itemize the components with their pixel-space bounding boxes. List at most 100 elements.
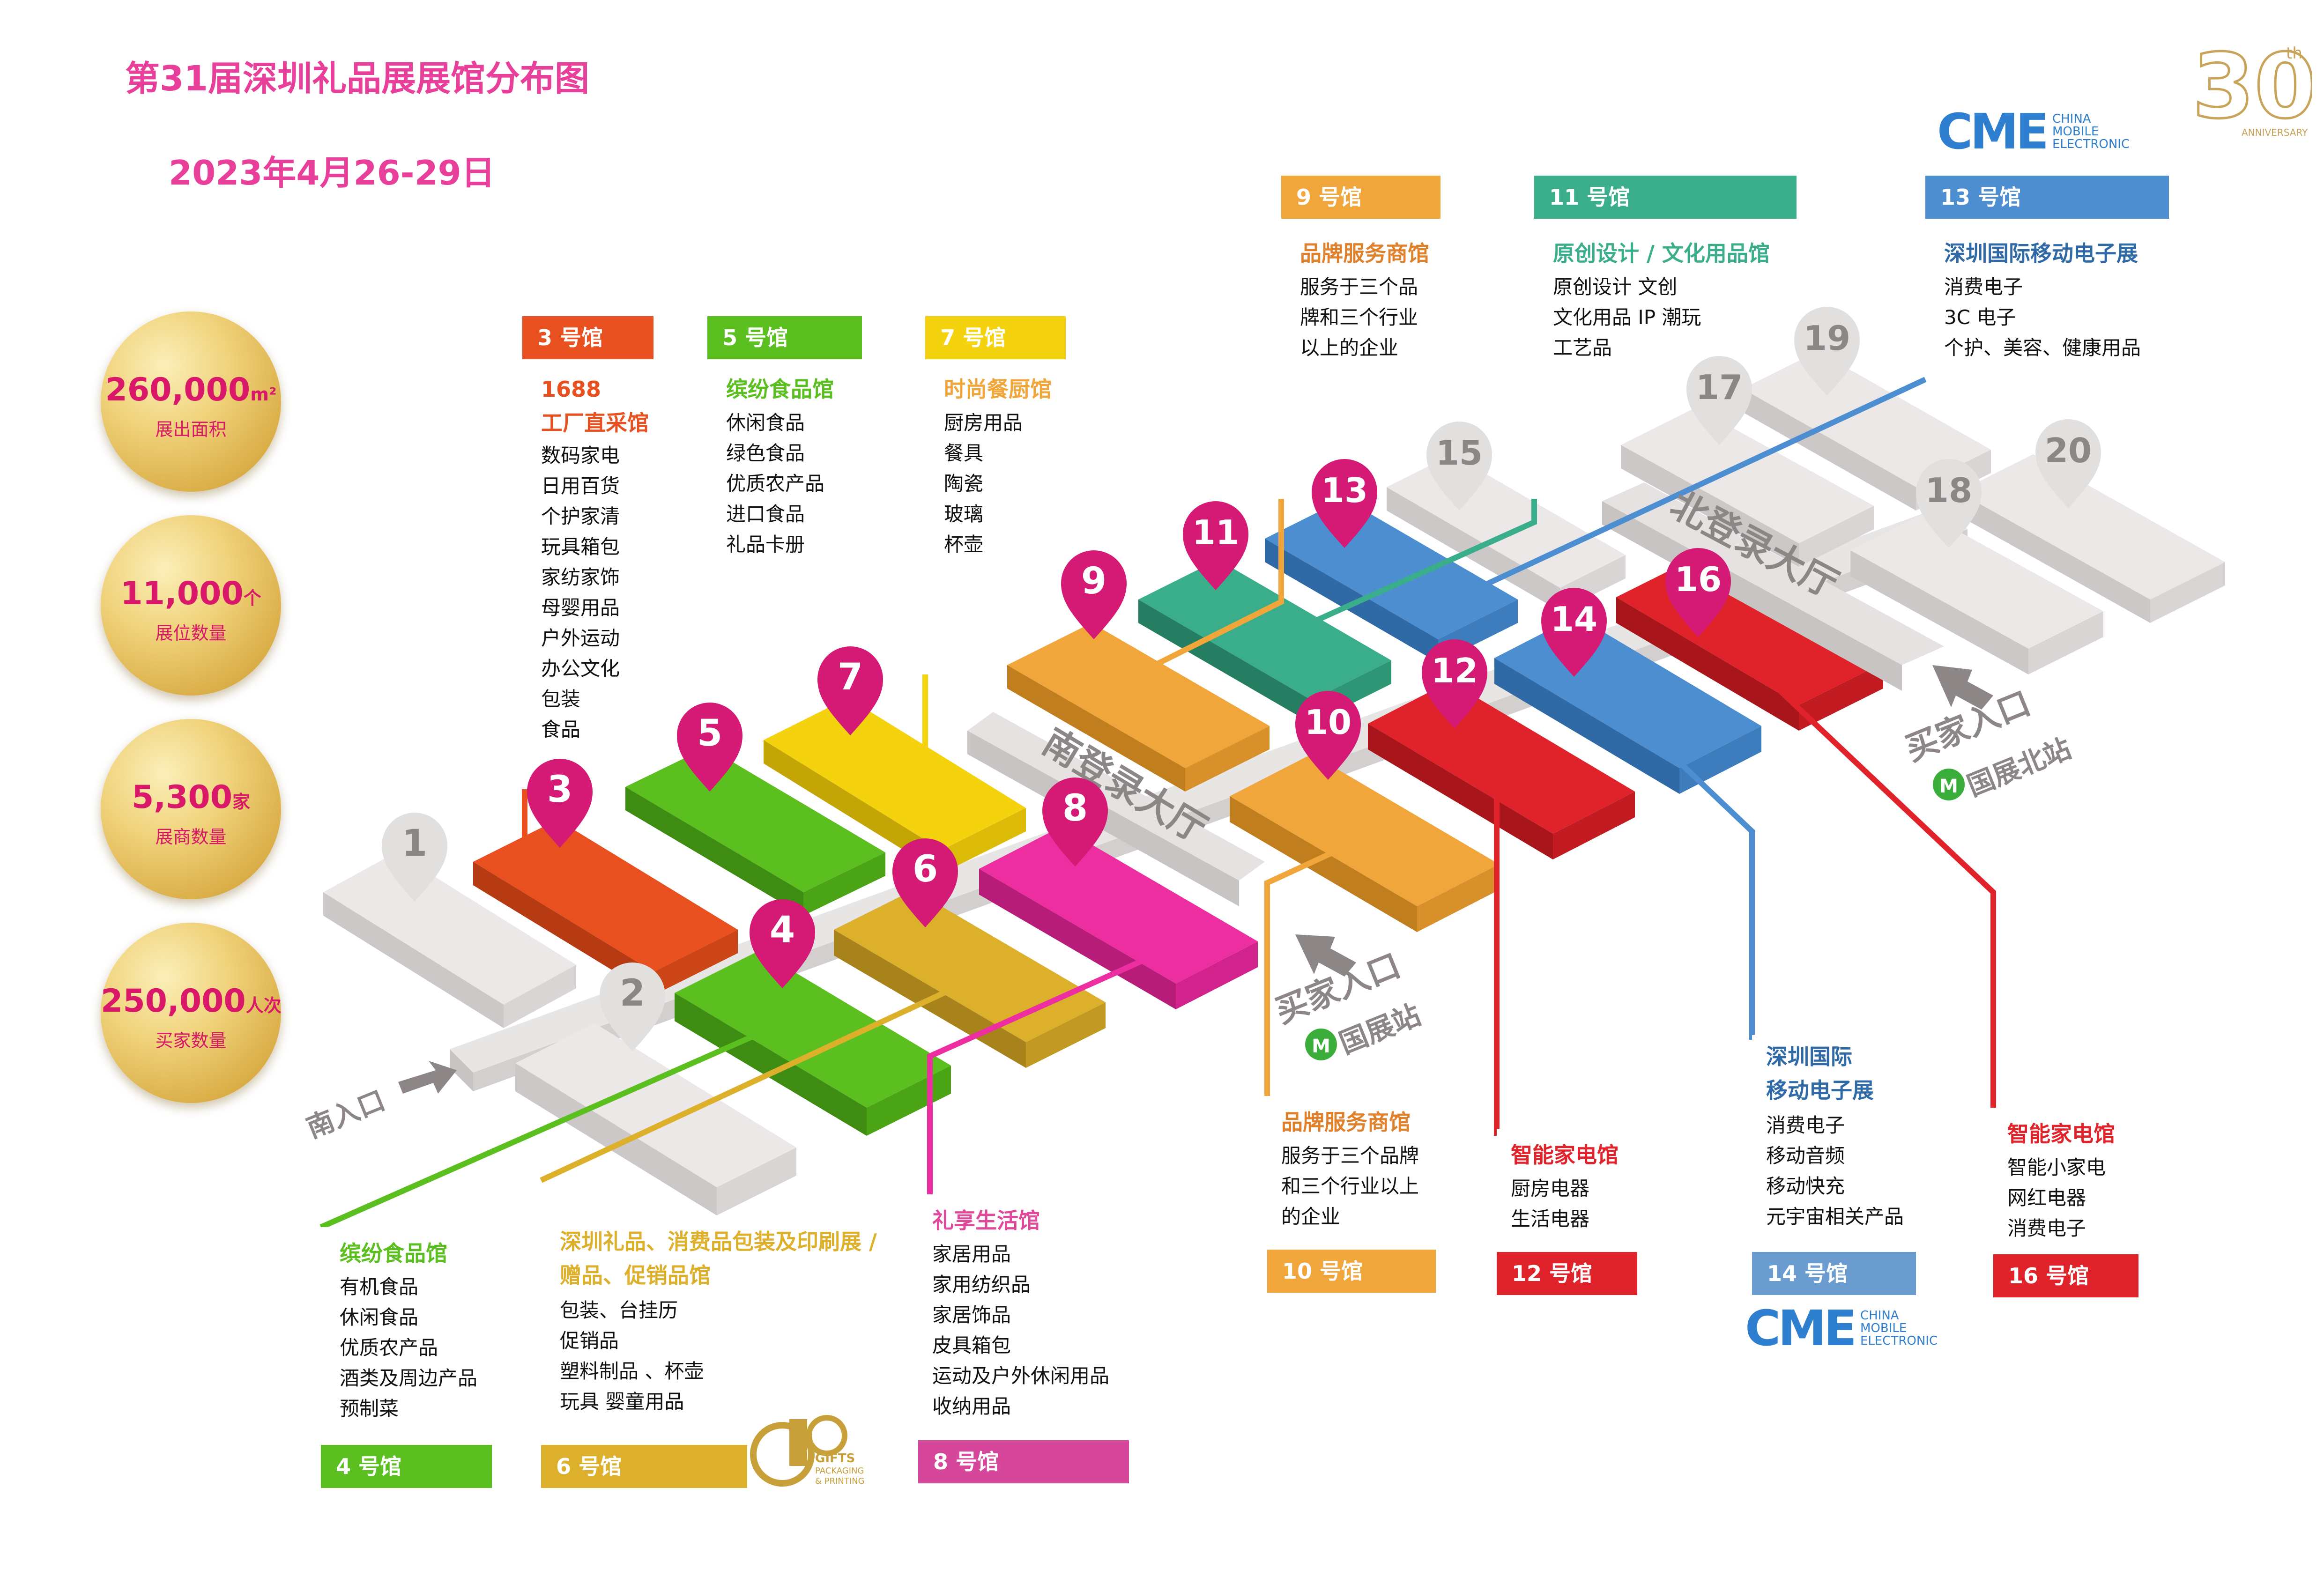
hall-pin-17[interactable]: 17 — [1686, 356, 1752, 445]
card-hall-5-title: 缤纷食品馆 — [726, 377, 834, 402]
metro-icon — [1305, 1029, 1337, 1060]
south-entrance: 南入口 — [302, 1061, 457, 1144]
hall-pin-10[interactable]: 10 — [1295, 691, 1361, 780]
hall-pin-2[interactable]: 2 — [600, 962, 665, 1051]
hall-number-label: 6 — [913, 848, 938, 890]
list-item: 的企业 — [1281, 1205, 1341, 1228]
hall-5-block[interactable] — [625, 747, 885, 916]
list-item: 3C 电子 — [1944, 306, 2016, 329]
hall-9-block[interactable] — [1007, 623, 1270, 792]
hall-20-block[interactable] — [1958, 454, 2225, 623]
hall-pin-3[interactable]: 3 — [527, 759, 593, 848]
svg-text:M: M — [1939, 776, 1958, 797]
hall-pin-7[interactable]: 7 — [817, 646, 883, 735]
card-hall-9-title: 品牌服务商馆 — [1300, 241, 1429, 266]
list-item: 母婴用品 — [541, 596, 620, 619]
hall-pin-12[interactable]: 12 — [1422, 639, 1487, 728]
stat-buyers: 250,000人次 买家数量 — [101, 923, 282, 1103]
list-item: 家用纺织品 — [932, 1273, 1031, 1296]
hall-pin-16[interactable]: 16 — [1665, 548, 1731, 637]
cme-logo-mark: CME — [1745, 1300, 1857, 1357]
list-item: 文化用品 IP 潮玩 — [1553, 306, 1701, 329]
hall-pin-1[interactable]: 1 — [382, 813, 447, 902]
list-item: 移动音频 — [1766, 1144, 1845, 1167]
leader-lines — [319, 377, 1996, 1230]
stat-area: 260,000m² 展出面积 — [101, 311, 281, 492]
list-item: 工艺品 — [1553, 336, 1612, 359]
list-item: 休闲食品 — [340, 1306, 419, 1329]
list-item: 玩具 婴童用品 — [560, 1390, 684, 1413]
map-pin-icon — [1312, 459, 1377, 548]
list-item: 消费电子 — [1766, 1114, 1845, 1137]
map-pin-icon — [1183, 501, 1248, 590]
anniversary-text: ANNIVERSARY — [2242, 127, 2308, 138]
list-item: 厨房用品 — [944, 411, 1023, 434]
hall-17-block[interactable] — [1621, 407, 1874, 567]
list-item: 网红电器 — [2007, 1186, 2086, 1209]
card-hall-3-header: 3 号馆 — [522, 316, 653, 359]
card-hall-16-title: 智能家电馆 — [2007, 1121, 2115, 1147]
card-hall-10: 品牌服务商馆 服务于三个品牌和三个行业以上的企业 10 号馆 — [1267, 1096, 1436, 1293]
hall-pin-15[interactable]: 15 — [1426, 422, 1492, 511]
hall-pin-19[interactable]: 19 — [1794, 307, 1860, 396]
hall-pin-8[interactable]: 8 — [1042, 777, 1108, 866]
list-item: 绿色食品 — [726, 442, 805, 465]
hall-pin-20[interactable]: 20 — [2035, 419, 2101, 508]
hall-pin-5[interactable]: 5 — [677, 703, 742, 792]
hall-18-block[interactable] — [1850, 513, 2103, 674]
hall-pin-4[interactable]: 4 — [750, 899, 815, 988]
hall-pin-13[interactable]: 13 — [1312, 459, 1377, 548]
hall-pin-18[interactable]: 18 — [1916, 459, 1982, 548]
list-item: 皮具箱包 — [932, 1334, 1011, 1357]
list-item: 移动快充 — [1766, 1175, 1845, 1198]
hall-10-block[interactable] — [1230, 754, 1499, 932]
hall-1-block[interactable] — [323, 852, 576, 1028]
list-item: 玩具箱包 — [541, 535, 620, 558]
map-pin-icon — [1916, 459, 1982, 548]
map-pin-icon — [1426, 422, 1492, 511]
list-item: 服务于三个品牌 — [1281, 1144, 1419, 1167]
hall-3-block[interactable] — [473, 820, 738, 995]
list-item: 预制菜 — [340, 1397, 399, 1420]
list-item: 消费电子 — [2007, 1217, 2086, 1240]
hall-8-block[interactable] — [979, 827, 1258, 1009]
list-item: 以上的企业 — [1300, 336, 1399, 359]
map-pin-icon — [600, 962, 665, 1051]
list-item: 餐具 — [944, 442, 984, 465]
card-hall-14: 深圳国际移动电子展 消费电子移动音频移动快充元宇宙相关产品 14 号馆 — [1752, 1035, 1916, 1295]
card-hall-7-title: 时尚餐厨馆 — [944, 377, 1052, 402]
map-pin-icon — [1665, 548, 1731, 637]
hall-pin-14[interactable]: 14 — [1541, 588, 1607, 677]
svg-text:PACKAGING: PACKAGING — [815, 1466, 864, 1476]
list-item: 酒类及周边产品 — [340, 1367, 478, 1390]
hall-12-block[interactable] — [1368, 681, 1635, 859]
gifts-packaging-logo: GIFTS PACKAGING & PRINTING — [750, 1415, 865, 1487]
hall-7-block[interactable] — [764, 698, 1026, 874]
list-item: 生活电器 — [1511, 1207, 1590, 1230]
stat-exhibitors: 5,300家 展商数量 — [101, 719, 281, 899]
list-item: 消费电子 — [1944, 275, 2023, 298]
map-pin-icon — [2035, 419, 2101, 508]
map-pin-icon — [892, 838, 958, 927]
hall-pin-11[interactable]: 11 — [1183, 501, 1248, 590]
list-item: 元宇宙相关产品 — [1766, 1205, 1904, 1228]
list-item: 杯壶 — [944, 533, 984, 556]
card-hall-4-title: 缤纷食品馆 — [340, 1241, 447, 1266]
north-lobby-block[interactable] — [1602, 482, 1944, 691]
hall-pin-6[interactable]: 6 — [892, 838, 958, 927]
hall-2-block[interactable] — [515, 1023, 796, 1215]
list-item: 家居饰品 — [932, 1303, 1011, 1326]
hall-number-label: 12 — [1431, 651, 1478, 690]
station-b-label: 国展北站 — [1963, 732, 2076, 802]
card-hall-13-header: 13 号馆 — [1925, 176, 2169, 219]
hall-pin-9[interactable]: 9 — [1061, 550, 1127, 639]
list-item: 收纳用品 — [932, 1395, 1011, 1418]
south-entrance-label: 南入口 — [302, 1084, 390, 1144]
card-hall-7-header: 7 号馆 — [925, 316, 1066, 359]
card-hall-12-header: 12 号馆 — [1497, 1252, 1637, 1295]
